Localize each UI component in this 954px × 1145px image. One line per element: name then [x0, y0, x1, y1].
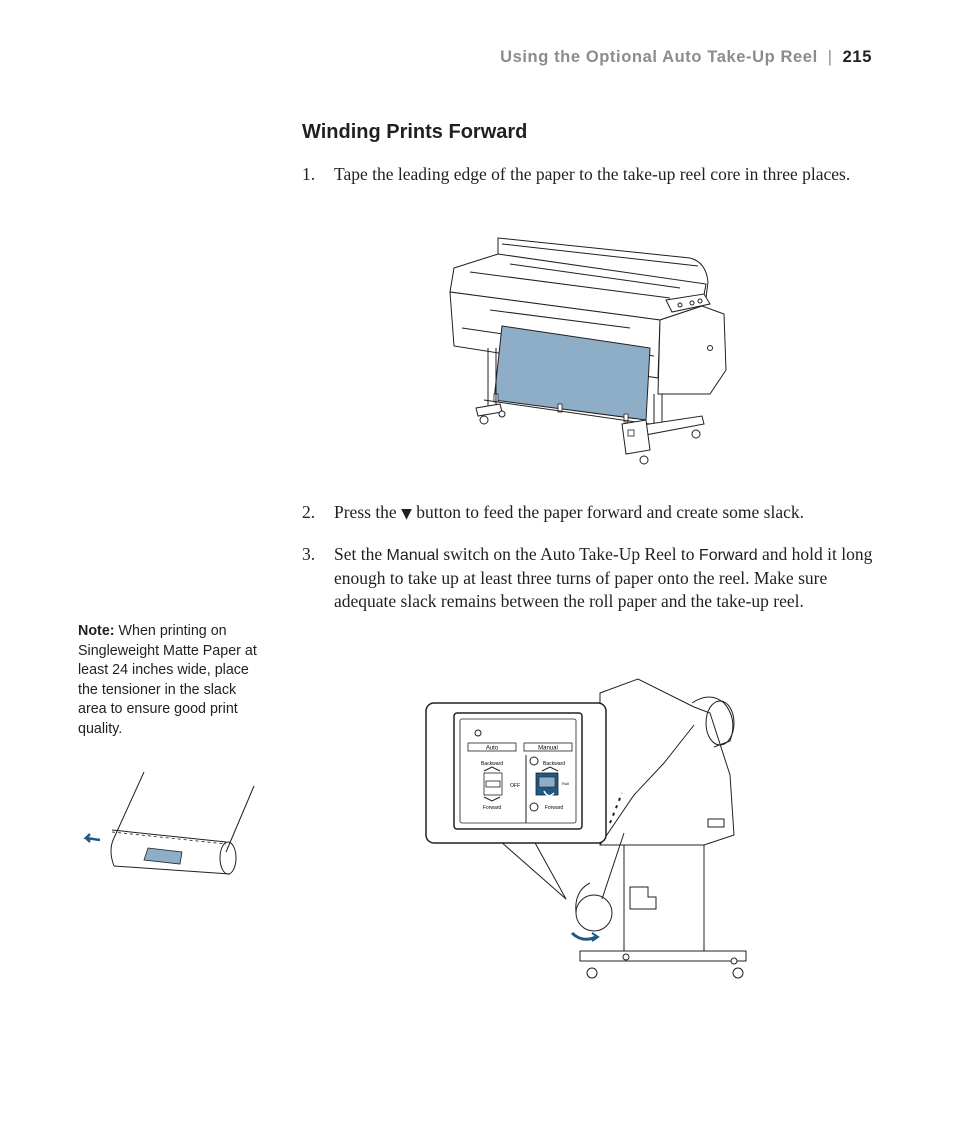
panel-backward-left: Backward — [481, 761, 503, 767]
panel-roll-label: Roll — [562, 781, 569, 786]
printer-illustration — [449, 237, 727, 465]
panel-forward-left: Forward — [483, 805, 502, 811]
note-text: When printing on Singleweight Matte Pape… — [78, 623, 257, 737]
running-head-separator: | — [827, 48, 833, 66]
manual-ui-label: Manual — [386, 547, 439, 564]
step-number: 3. — [302, 544, 316, 564]
running-head: Using the Optional Auto Take-Up Reel | 215 — [500, 48, 872, 67]
step-text-part1: Set the — [334, 544, 383, 564]
rotation-arrow-icon — [570, 931, 597, 941]
panel-forward-right: Forward — [545, 805, 564, 811]
panel-backward-right: Backward — [543, 761, 565, 767]
page-number: 215 — [842, 48, 872, 66]
takeup-reel-illustration: Auto Backward Forward OFF Manual Backwar… — [425, 678, 747, 979]
forward-ui-label: Forward — [698, 547, 758, 564]
running-head-section: Using the Optional Auto Take-Up Reel — [500, 48, 818, 66]
step-3: 3. Set the Manual switch on the Auto Tak… — [302, 543, 877, 613]
step-text-before: Press the — [334, 502, 397, 522]
step-2: 2. Press the ▼ button to feed the paper … — [302, 501, 877, 526]
section-heading: Winding Prints Forward — [302, 121, 528, 143]
step-text: Press the ▼ button to feed the paper for… — [334, 501, 877, 526]
margin-note: Note: When printing on Singleweight Matt… — [78, 622, 268, 740]
step-text: Tape the leading edge of the paper to th… — [334, 164, 851, 184]
step-1: 1. Tape the leading edge of the paper to… — [302, 163, 877, 186]
note-label: Note: — [78, 623, 115, 639]
tensioner-illustration — [83, 771, 255, 875]
step-number: 1. — [302, 164, 316, 184]
panel-manual-label: Manual — [538, 746, 558, 752]
step-text-part3: and hold it long enough to take up at le… — [334, 544, 873, 611]
step-text-after: button to feed the paper forward and cre… — [416, 502, 804, 522]
tensioner-bar — [143, 847, 183, 865]
step-number: 2. — [302, 502, 316, 522]
step-text-part2: switch on the Auto Take-Up Reel to — [443, 544, 695, 564]
down-arrow-icon: ▼ — [401, 506, 412, 522]
left-arrow-icon — [83, 833, 101, 843]
panel-off-label: OFF — [510, 783, 520, 789]
step-text: Set the Manual switch on the Auto Take-U… — [334, 543, 877, 613]
panel-auto-label: Auto — [486, 746, 499, 752]
